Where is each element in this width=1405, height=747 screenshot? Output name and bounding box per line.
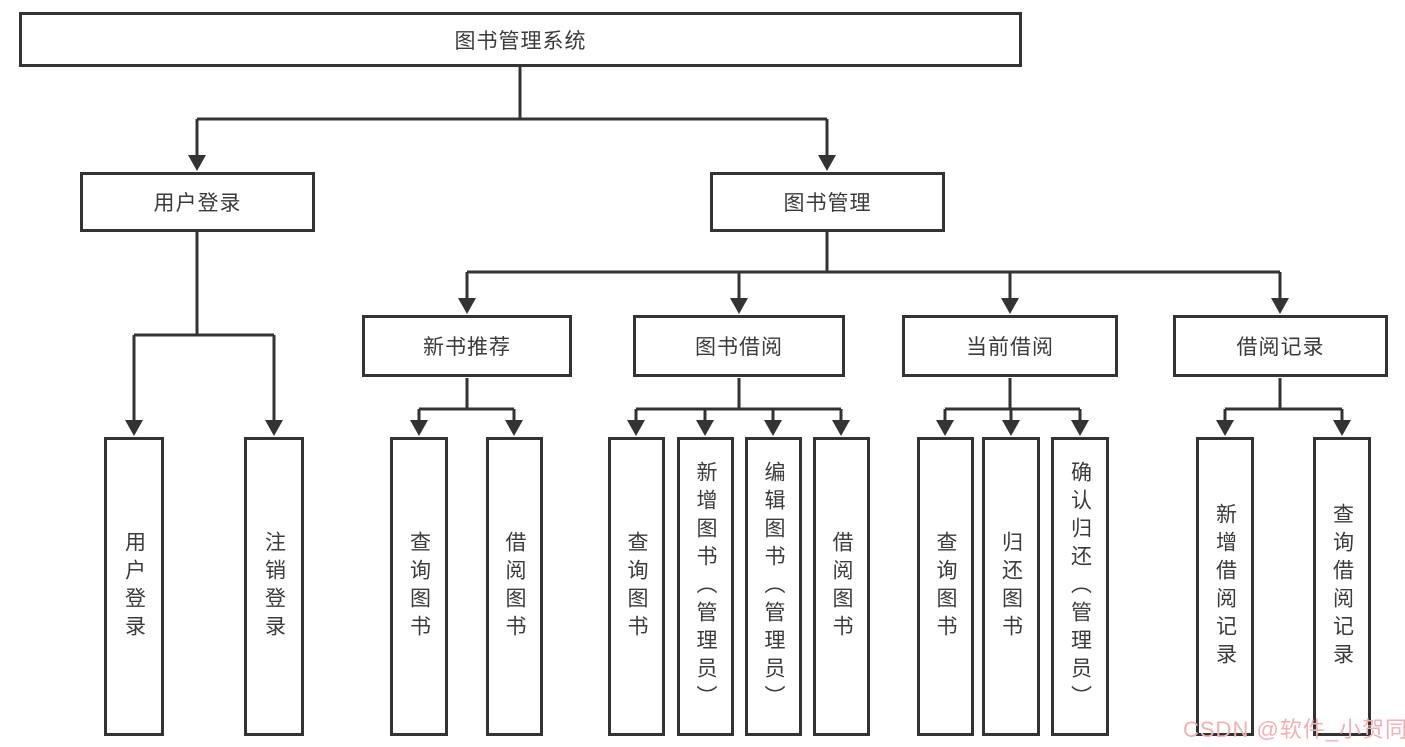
- node-book-management: 图书管理: [710, 172, 945, 232]
- arrow-down-icon: [505, 420, 523, 436]
- connector-user-login-to-leaves: [132, 232, 276, 424]
- node-leaf-query-books-recommend: 查询图书: [390, 437, 448, 736]
- arrow-down-icon: [730, 298, 748, 314]
- node-leaf-query-borrow-record: 查询借阅记录: [1313, 437, 1371, 736]
- node-leaf-return-books: 归还图书: [982, 437, 1040, 736]
- node-leaf-add-books-admin-label: 新增图书（管理员）: [694, 460, 717, 713]
- node-user-login: 用户登录: [80, 172, 315, 232]
- node-book-management-label: 图书管理: [783, 192, 872, 215]
- node-leaf-return-books-label: 归还图书: [999, 530, 1023, 643]
- node-leaf-user-login: 用户登录: [104, 437, 164, 736]
- arrow-down-icon: [1216, 420, 1234, 436]
- node-leaf-user-login-label: 用户登录: [122, 530, 146, 643]
- node-leaf-borrow-books-label: 借阅图书: [830, 530, 853, 643]
- arrow-down-icon: [764, 420, 782, 436]
- node-leaf-query-books-borrow-label: 查询图书: [625, 530, 648, 643]
- node-leaf-edit-books-admin-label: 编辑图书（管理员）: [762, 460, 785, 713]
- node-new-book-recommend: 新书推荐: [362, 315, 572, 377]
- node-leaf-borrow-books-recommend-label: 借阅图书: [503, 530, 526, 643]
- node-current-borrowing: 当前借阅: [902, 315, 1118, 377]
- arrow-down-icon: [1071, 420, 1089, 436]
- node-book-borrowing-label: 图书借阅: [695, 336, 783, 359]
- connector-book-mgmt-to-modules: [465, 232, 1282, 302]
- connector-new-book-to-leaves: [417, 378, 516, 424]
- node-leaf-query-books-current-label: 查询图书: [934, 530, 957, 643]
- connector-root-to-branches: [195, 67, 829, 159]
- arrow-down-icon: [1271, 298, 1289, 314]
- node-leaf-logout: 注销登录: [244, 437, 304, 736]
- connector-paths: [132, 67, 1344, 424]
- arrow-down-icon: [188, 155, 206, 171]
- connector-current-borrow-to-leaves: [943, 378, 1082, 424]
- node-leaf-add-books-admin: 新增图书（管理员）: [677, 437, 734, 736]
- arrow-down-icon: [1001, 298, 1019, 314]
- arrow-down-icon: [1333, 420, 1351, 436]
- node-leaf-borrow-books: 借阅图书: [813, 437, 870, 736]
- node-borrowing-records: 借阅记录: [1173, 315, 1388, 377]
- arrow-down-icon: [627, 420, 645, 436]
- node-current-borrowing-label: 当前借阅: [966, 336, 1054, 359]
- watermark: CSDN @软件_小贺同学: [1183, 717, 1405, 742]
- arrow-down-icon: [936, 420, 954, 436]
- node-new-book-recommend-label: 新书推荐: [423, 336, 511, 359]
- node-borrowing-records-label: 借阅记录: [1236, 336, 1325, 359]
- node-leaf-add-borrow-record-label: 新增借阅记录: [1213, 502, 1237, 671]
- connector-records-to-leaves: [1223, 378, 1344, 424]
- node-leaf-query-books-current: 查询图书: [917, 437, 974, 736]
- node-user-login-label: 用户登录: [153, 192, 242, 215]
- arrowheads: [125, 155, 1351, 436]
- connector-book-borrow-to-leaves: [634, 378, 843, 424]
- node-leaf-confirm-return-admin-label: 确认归还（管理员）: [1068, 460, 1092, 713]
- arrow-down-icon: [125, 420, 143, 436]
- node-root-label: 图书管理系统: [454, 29, 587, 53]
- arrow-down-icon: [818, 155, 836, 171]
- node-root: 图书管理系统: [19, 12, 1022, 67]
- node-leaf-edit-books-admin: 编辑图书（管理员）: [745, 437, 802, 736]
- arrow-down-icon: [832, 420, 850, 436]
- arrow-down-icon: [696, 420, 714, 436]
- node-leaf-add-borrow-record: 新增借阅记录: [1196, 437, 1254, 736]
- arrow-down-icon: [410, 420, 428, 436]
- node-leaf-logout-label: 注销登录: [262, 530, 286, 643]
- node-leaf-query-books-borrow: 查询图书: [608, 437, 665, 736]
- node-book-borrowing: 图书借阅: [633, 315, 845, 377]
- arrow-down-icon: [458, 298, 476, 314]
- arrow-down-icon: [265, 420, 283, 436]
- node-leaf-query-books-recommend-label: 查询图书: [407, 530, 431, 643]
- node-leaf-query-borrow-record-label: 查询借阅记录: [1330, 502, 1354, 671]
- node-leaf-borrow-books-recommend: 借阅图书: [486, 437, 543, 736]
- node-leaf-confirm-return-admin: 确认归还（管理员）: [1051, 437, 1109, 736]
- arrow-down-icon: [1002, 420, 1020, 436]
